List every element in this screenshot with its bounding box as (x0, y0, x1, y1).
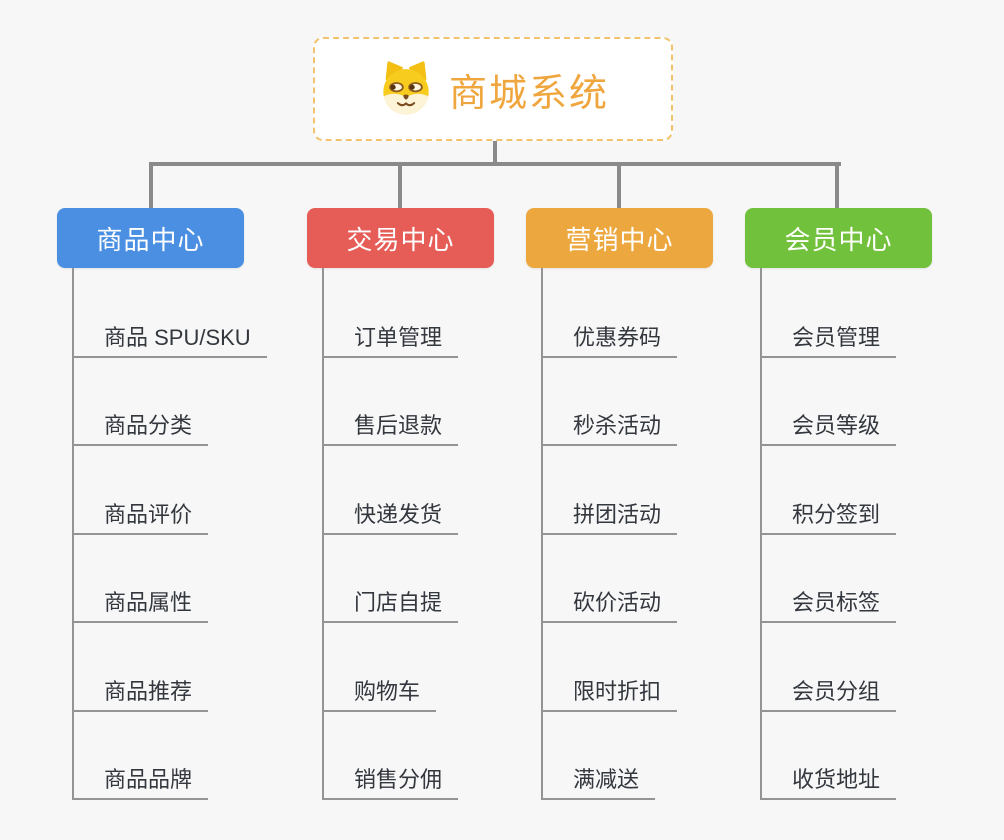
branch-trade-center: 交易中心 订单管理 售后退款 快递发货 门店自提 购物车 销售分佣 (307, 208, 567, 840)
child-node[interactable]: 商品属性 (72, 585, 209, 623)
child-node[interactable]: 会员标签 (760, 585, 897, 623)
branch-box-member-center[interactable]: 会员中心 (745, 208, 932, 268)
child-node[interactable]: 商品推荐 (72, 674, 209, 712)
child-node[interactable]: 收货地址 (760, 762, 897, 800)
dog-face-icon (383, 61, 429, 115)
connector-drop-product (149, 164, 153, 208)
child-node[interactable]: 售后退款 (322, 408, 459, 446)
child-node[interactable]: 门店自提 (322, 585, 459, 623)
child-node[interactable]: 购物车 (322, 674, 437, 712)
connector-root-stem (493, 141, 497, 164)
branch-box-product-center[interactable]: 商品中心 (57, 208, 244, 268)
child-node[interactable]: 积分签到 (760, 497, 897, 535)
child-node[interactable]: 砍价活动 (541, 585, 678, 623)
branch-member-center: 会员中心 会员管理 会员等级 积分签到 会员标签 会员分组 收货地址 (745, 208, 1004, 840)
child-node[interactable]: 秒杀活动 (541, 408, 678, 446)
connector-drop-member (835, 164, 839, 208)
child-node[interactable]: 商品评价 (72, 497, 209, 535)
child-node[interactable]: 拼团活动 (541, 497, 678, 535)
child-node[interactable]: 会员管理 (760, 320, 897, 358)
child-node[interactable]: 商品分类 (72, 408, 209, 446)
child-node[interactable]: 会员分组 (760, 674, 897, 712)
child-node[interactable]: 限时折扣 (541, 674, 678, 712)
root-title: 商城系统 (448, 72, 609, 115)
child-node[interactable]: 快递发货 (322, 497, 459, 535)
child-node[interactable]: 销售分佣 (322, 762, 459, 800)
branch-box-trade-center[interactable]: 交易中心 (307, 208, 494, 268)
child-node[interactable]: 商品 SPU/SKU (72, 320, 267, 358)
branch-product-center: 商品中心 商品 SPU/SKU 商品分类 商品评价 商品属性 商品推荐 商品品牌 (57, 208, 317, 840)
root-node[interactable]: 商城系统 (313, 37, 673, 141)
branch-marketing-center: 营销中心 优惠券码 秒杀活动 拼团活动 砍价活动 限时折扣 满减送 (526, 208, 786, 840)
branch-box-marketing-center[interactable]: 营销中心 (526, 208, 713, 268)
connector-drop-trade (398, 164, 402, 208)
connector-drop-marketing (617, 164, 621, 208)
connector-bus (149, 162, 841, 166)
child-node[interactable]: 商品品牌 (72, 762, 209, 800)
child-node[interactable]: 优惠券码 (541, 320, 678, 358)
child-node[interactable]: 会员等级 (760, 408, 897, 446)
child-node[interactable]: 订单管理 (322, 320, 459, 358)
child-node[interactable]: 满减送 (541, 762, 656, 800)
